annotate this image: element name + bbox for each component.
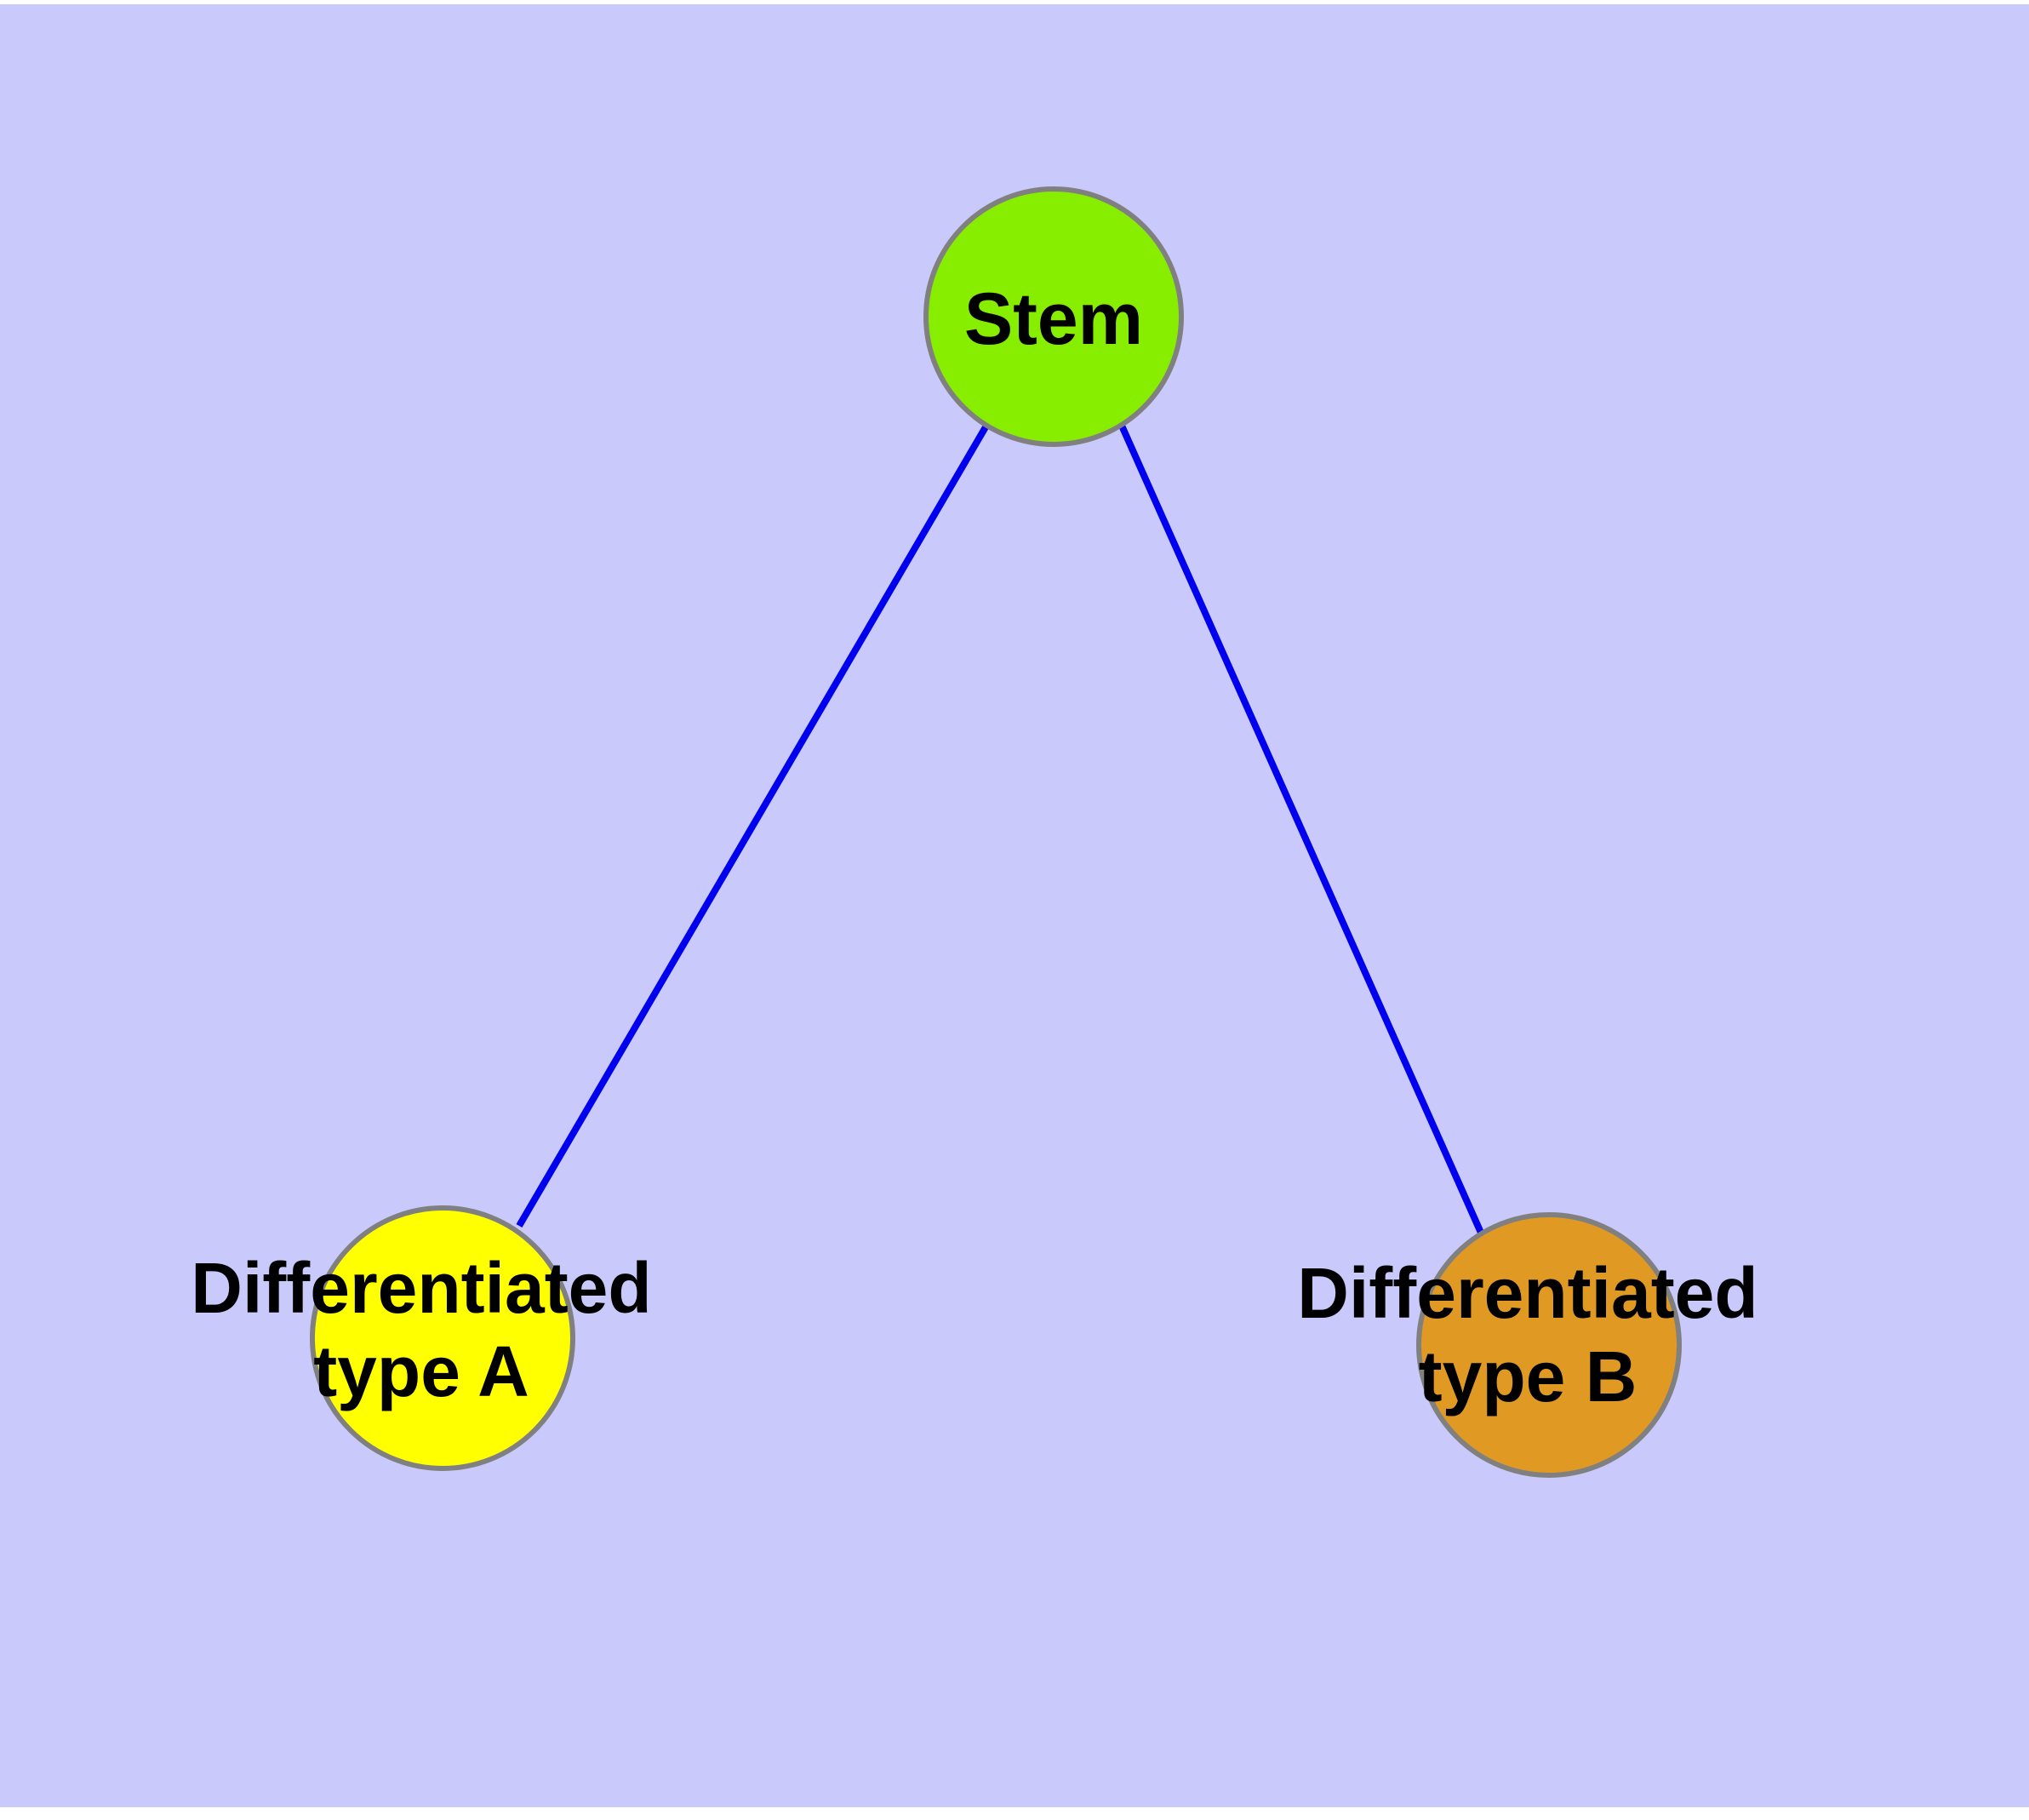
- node-differentiated-type-b-label-line1: Differentiated: [1297, 1253, 1758, 1333]
- node-differentiated-type-a[interactable]: [310, 1205, 575, 1471]
- nodes-layer: [310, 186, 1682, 1478]
- edge-stem-to-differentiated-type-b[interactable]: [1118, 424, 1484, 1234]
- node-labels-layer: Stem Differentiated type A Differentiate…: [191, 278, 1758, 1417]
- node-differentiated-type-b-label-line2: type B: [1419, 1336, 1637, 1417]
- node-stem-label: Stem: [964, 278, 1143, 360]
- node-differentiated-type-a-circle[interactable]: [310, 1205, 575, 1471]
- node-differentiated-type-b[interactable]: [1416, 1212, 1682, 1478]
- edges-layer: [516, 423, 1484, 1234]
- node-differentiated-type-a-label-line1: Differentiated: [191, 1248, 651, 1328]
- node-differentiated-type-a-label-line2: type A: [313, 1331, 529, 1411]
- node-differentiated-type-b-circle[interactable]: [1416, 1212, 1682, 1478]
- edge-stem-to-differentiated-type-a[interactable]: [516, 423, 990, 1228]
- node-stem-circle[interactable]: [923, 186, 1184, 447]
- node-stem[interactable]: [923, 186, 1184, 447]
